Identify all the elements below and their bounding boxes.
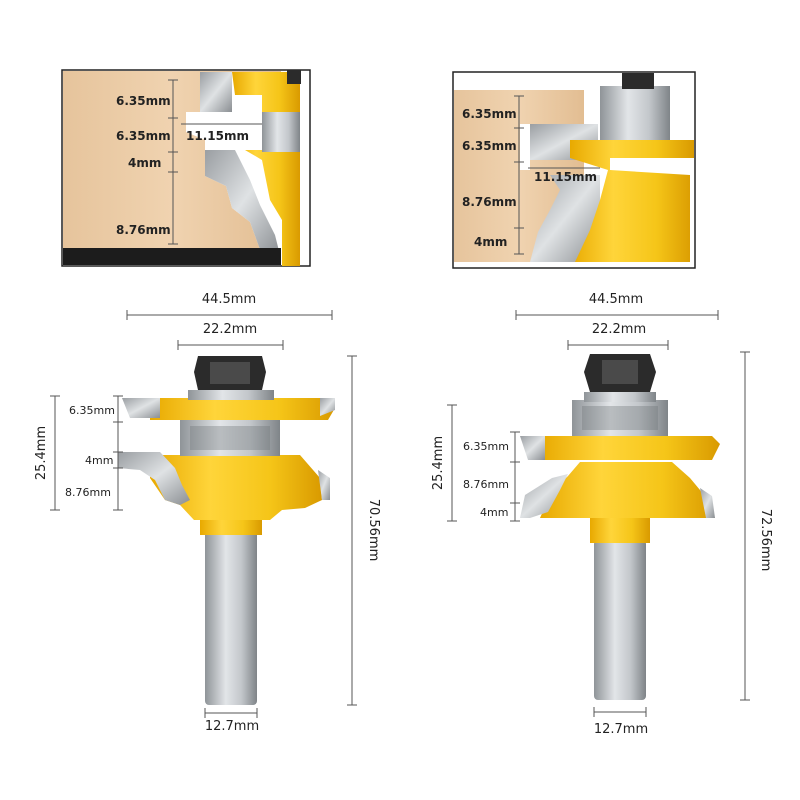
left-side-label-3: 8.76mm [65, 486, 111, 499]
left-vertical-total: 25.4mm [34, 426, 49, 480]
left-inset-label-3: 4mm [128, 156, 161, 170]
left-inset-label-1: 6.35mm [116, 94, 171, 108]
right-inset-label-4: 4mm [474, 235, 507, 249]
left-shank-diameter: 12.7mm [205, 719, 259, 734]
right-shank-diameter: 12.7mm [594, 722, 648, 737]
right-inset-label-5: 11.15mm [534, 170, 597, 184]
left-inner-width: 22.2mm [203, 322, 257, 337]
left-side-label-2: 4mm [85, 454, 113, 467]
left-inset-photo: 6.35mm 6.35mm 4mm 8.76mm 11.15mm [61, 69, 311, 267]
right-inset-label-3: 8.76mm [462, 195, 517, 209]
left-router-bit: 44.5mm 22.2mm 25.4mm 6.35mm 4mm 8.76mm [34, 292, 381, 734]
right-side-label-3: 4mm [480, 506, 508, 519]
right-router-bit: 44.5mm 22.2mm 25.4mm 6.35mm 8.76mm 4mm [431, 292, 773, 737]
left-overall-width: 44.5mm [202, 292, 256, 307]
right-side-label-2: 8.76mm [463, 478, 509, 491]
left-inset-label-4: 8.76mm [116, 223, 171, 237]
right-overall-width: 44.5mm [589, 292, 643, 307]
right-vertical-total: 25.4mm [431, 436, 446, 490]
right-inset-photo: 6.35mm 6.35mm 8.76mm 4mm 11.15mm [452, 71, 696, 269]
right-inset-label-1: 6.35mm [462, 107, 517, 121]
right-inner-width: 22.2mm [592, 322, 646, 337]
right-height: 72.56mm [758, 509, 773, 572]
left-inset-label-5: 11.15mm [186, 129, 249, 143]
right-inset-label-2: 6.35mm [462, 139, 517, 153]
left-side-label-1: 6.35mm [69, 404, 115, 417]
left-height: 70.56mm [366, 499, 381, 562]
left-inset-label-2: 6.35mm [116, 129, 171, 143]
right-side-label-1: 6.35mm [463, 440, 509, 453]
